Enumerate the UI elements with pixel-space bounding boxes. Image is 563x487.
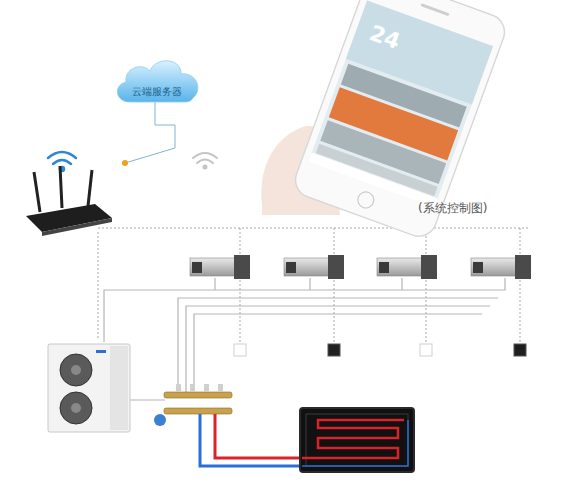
thermostat-panel	[514, 344, 526, 356]
pipe-line	[130, 399, 165, 400]
unit-grill	[473, 262, 483, 273]
signal-wire	[334, 228, 335, 345]
wifi-arc	[193, 153, 217, 158]
unit-end	[328, 255, 344, 279]
unit-end	[234, 255, 250, 279]
fan-coil-unit	[471, 255, 531, 279]
outdoor-side	[110, 346, 128, 430]
signal-wire	[240, 228, 241, 345]
fan-coil-unit	[377, 255, 437, 279]
unit-grill	[192, 262, 202, 273]
unit-end	[421, 255, 437, 279]
antenna	[34, 172, 40, 212]
signal-wire	[98, 228, 528, 229]
pipe-line	[186, 306, 490, 392]
manifold-bar	[164, 408, 232, 414]
thermostat-panel	[328, 344, 340, 356]
fan-hub	[71, 365, 81, 375]
link-dot	[122, 160, 128, 166]
antenna	[88, 170, 92, 206]
unit-end	[515, 255, 531, 279]
fan-grill	[60, 354, 92, 386]
water-manifold	[154, 384, 232, 426]
phone-screen	[308, 0, 493, 207]
pump	[154, 414, 166, 426]
pipe-line	[214, 278, 215, 290]
fan-coil-unit	[284, 255, 344, 279]
outdoor-body	[48, 344, 130, 432]
wifi-symbol	[193, 153, 217, 169]
unit-body	[190, 258, 236, 276]
signal-wire	[520, 228, 521, 345]
wifi-arc	[197, 160, 213, 164]
thermostat-panel	[420, 344, 432, 356]
valve	[176, 384, 181, 392]
return-pipe	[200, 414, 302, 466]
pipe-line	[194, 314, 482, 392]
brand-mark	[96, 350, 106, 353]
phone-speaker	[420, 3, 449, 16]
manifold-bar	[164, 392, 232, 398]
antenna	[60, 166, 62, 208]
return-coil	[302, 420, 408, 466]
unit-body	[471, 258, 517, 276]
cloud-server: 云端服务器	[112, 52, 202, 104]
wifi-dot	[204, 166, 207, 169]
home-button	[356, 190, 377, 211]
thermostat-panel	[234, 344, 246, 356]
wifi-arc	[53, 160, 71, 164]
screen-nav	[308, 153, 437, 208]
fan-hub	[71, 403, 81, 413]
unit-grill	[379, 262, 389, 273]
cloud-link	[125, 100, 175, 163]
router-edge	[42, 218, 112, 236]
pipe-lines	[104, 278, 505, 400]
unit-grill	[286, 262, 296, 273]
phone-body	[290, 0, 509, 241]
valve	[190, 384, 195, 392]
wifi-symbol	[48, 152, 76, 171]
signal-wire	[98, 232, 99, 340]
fan-coil-unit	[190, 255, 250, 279]
unit-body	[284, 258, 330, 276]
pipe-line	[309, 278, 310, 290]
node-text: 云端服务器	[132, 85, 182, 99]
fan-grill	[60, 392, 92, 424]
pipe-line	[104, 278, 505, 342]
outdoor-unit	[48, 344, 130, 432]
router-symbol	[26, 166, 112, 236]
diagram-label: (系统控制图)	[418, 200, 487, 217]
unit-body	[377, 258, 423, 276]
valve	[204, 384, 209, 392]
wifi-arc	[48, 152, 76, 158]
pipe-line	[401, 278, 402, 290]
heating-coil	[302, 420, 404, 458]
floor-heating-panel	[300, 408, 414, 472]
valve	[218, 384, 223, 392]
signal-wire	[98, 228, 528, 345]
supply-pipe	[215, 414, 302, 458]
pipe-line	[178, 298, 498, 392]
signal-wire	[426, 228, 427, 345]
cloud-outline	[117, 61, 198, 102]
